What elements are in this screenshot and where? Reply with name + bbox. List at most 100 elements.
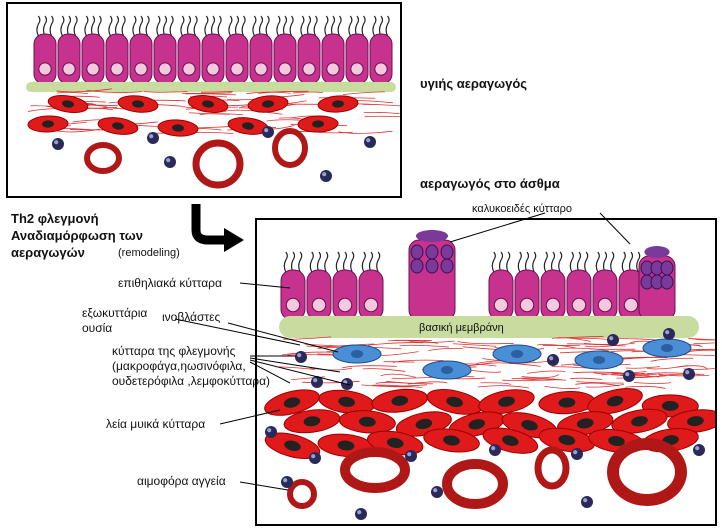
- lymphocyte-highlight: [357, 510, 362, 515]
- cilium: [361, 15, 366, 37]
- cilia: [36, 15, 390, 37]
- cilium: [550, 251, 556, 273]
- muscle-nucleus: [558, 397, 576, 408]
- fiber: [282, 336, 332, 340]
- fiber: [343, 91, 385, 96]
- cilium: [60, 15, 65, 37]
- muscle-nucleus: [283, 397, 301, 408]
- cilium: [210, 15, 216, 37]
- fiber: [521, 374, 559, 379]
- cilium: [276, 15, 281, 37]
- fiber: [556, 335, 604, 339]
- cilium: [569, 251, 574, 273]
- blood-vessel: [287, 479, 317, 509]
- fiber: [616, 374, 650, 378]
- mucus-cap: [644, 246, 670, 258]
- fiber: [399, 344, 449, 348]
- extracellular-matrix-label-line2: ουσία: [82, 321, 113, 335]
- lymphocyte-highlight: [549, 356, 554, 361]
- cilium: [628, 251, 634, 273]
- cilium: [49, 15, 54, 37]
- lymphocyte-highlight: [297, 353, 302, 358]
- fiber: [544, 385, 581, 389]
- fiber: [428, 348, 463, 351]
- cilium: [84, 15, 89, 37]
- blood-vessel: [272, 128, 308, 168]
- cilium: [234, 15, 240, 37]
- fiber: [502, 379, 563, 381]
- muscle-nucleus: [446, 396, 463, 408]
- fiber: [380, 373, 416, 378]
- fiber: [527, 370, 566, 374]
- cilium: [576, 251, 582, 273]
- muscle-nucleus: [608, 435, 625, 447]
- cell-nucleus: [134, 62, 148, 76]
- cilium: [228, 15, 233, 37]
- cell-nucleus: [571, 297, 587, 313]
- fiber: [537, 344, 576, 349]
- cell-nucleus: [230, 62, 244, 76]
- fiber: [246, 91, 291, 95]
- cell-nucleus: [38, 62, 52, 76]
- blood-vessels: [84, 128, 308, 189]
- fiber: [521, 378, 555, 381]
- lymphocyte-highlight: [166, 158, 171, 163]
- cilium: [354, 15, 360, 37]
- cilium: [376, 251, 381, 273]
- cilium: [36, 15, 41, 37]
- cell-nucleus: [311, 297, 327, 313]
- muscle-nucleus: [443, 435, 460, 446]
- basement-membrane-label: βασική μεμβράνη: [419, 321, 504, 335]
- fibroblasts: [332, 338, 692, 380]
- cilium: [193, 15, 198, 37]
- remodeling-label: (remodeling): [118, 247, 180, 259]
- cilium: [498, 251, 504, 273]
- muscle-nucleus: [661, 400, 679, 411]
- cilium: [97, 15, 102, 37]
- cell-nucleus: [337, 297, 353, 313]
- fiber: [224, 109, 283, 115]
- lymphocyte-highlight: [491, 446, 496, 451]
- muscle-nucleus: [262, 100, 274, 108]
- muscle-nucleus: [112, 122, 124, 130]
- muscle-nucleus: [576, 418, 594, 429]
- cilium: [114, 15, 120, 37]
- inflammatory-cells-label-line3: ουδετερόφιλα ,λεμφοκύτταρα): [112, 374, 271, 388]
- mucin-granule: [440, 258, 454, 274]
- mucin-granule: [410, 258, 424, 274]
- cilium: [290, 251, 296, 273]
- fiber: [185, 93, 237, 96]
- muscle-nucleus: [558, 434, 576, 446]
- cilium: [298, 251, 303, 273]
- cilium: [330, 15, 336, 37]
- healthy-airway-panel: [6, 2, 402, 198]
- cell-nucleus: [254, 62, 268, 76]
- cell-nucleus: [597, 297, 613, 313]
- lymphocyte-highlight: [313, 378, 318, 383]
- cell-nucleus: [182, 62, 196, 76]
- fiber: [457, 340, 514, 345]
- cell-nucleus: [374, 62, 388, 76]
- cilium: [241, 15, 246, 37]
- inflammatory-cells-label-line1: κύτταρα της φλεγμονής: [112, 344, 236, 358]
- lymphocyte-highlight: [433, 488, 438, 493]
- cilium: [595, 251, 600, 273]
- fiber: [279, 366, 315, 371]
- lymphocyte-highlight: [54, 140, 59, 145]
- cilium: [584, 251, 589, 273]
- fiber: [377, 384, 428, 387]
- cilium: [524, 251, 530, 273]
- muscle-nucleus: [521, 420, 538, 431]
- mucin-granule: [660, 274, 674, 290]
- muscle-nucleus: [242, 122, 254, 130]
- blood-vessels: [287, 438, 687, 509]
- fiber: [634, 382, 672, 384]
- cell-nucleus: [545, 297, 561, 313]
- lymphocyte-highlight: [573, 450, 578, 455]
- fiber: [625, 366, 661, 369]
- cilium: [621, 251, 626, 273]
- cell-nucleus: [278, 62, 292, 76]
- inflammatory-cells: [265, 328, 705, 520]
- fiber: [302, 380, 360, 384]
- muscle-nucleus: [284, 440, 301, 451]
